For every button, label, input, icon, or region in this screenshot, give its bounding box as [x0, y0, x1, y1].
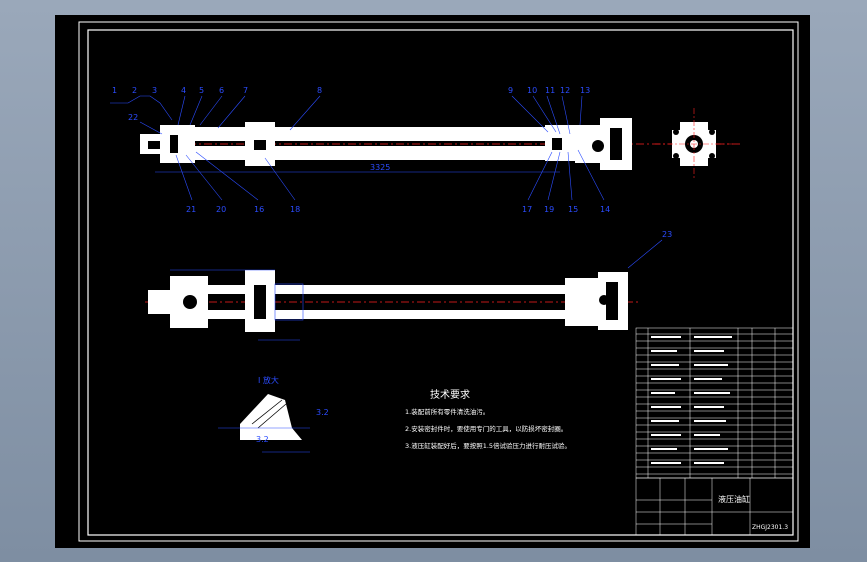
- balloon-13: 13: [580, 86, 590, 95]
- balloon-6: 6: [219, 86, 224, 95]
- balloon-19: 19: [544, 205, 554, 214]
- cylinder-barrel-upper: [192, 127, 572, 141]
- balloon-17: 17: [522, 205, 532, 214]
- balloon-7: 7: [243, 86, 248, 95]
- balloon-3: 3: [152, 86, 157, 95]
- balloon-11: 11: [545, 86, 555, 95]
- balloon-14: 14: [600, 205, 610, 214]
- balloon-2: 2: [132, 86, 137, 95]
- title-block-drawing-no: ZHGJ2301.3: [752, 524, 788, 531]
- cylinder-end-view: [655, 108, 735, 180]
- barrel-top: [205, 285, 585, 294]
- rear-head-side: [565, 278, 600, 326]
- balloon-1: 1: [112, 86, 117, 95]
- balloon-20: 20: [216, 205, 226, 214]
- detail-dim-1: 3.2: [316, 408, 329, 417]
- balloon-8: 8: [317, 86, 322, 95]
- balloon-4: 4: [181, 86, 186, 95]
- tech-item-1: 1.装配前所有零件清洗油污。: [405, 407, 489, 416]
- tech-item-3: 3.液压缸装配好后，要按照1.5倍试验压力进行耐压试验。: [405, 441, 571, 450]
- cylinder-side-view: [145, 239, 663, 341]
- cylinder-top-view: 3325: [140, 118, 740, 173]
- rear-pin-hole: [592, 140, 604, 152]
- tech-title: 技术要求: [430, 388, 470, 401]
- tech-requirements: 技术要求 1.装配前所有零件清洗油污。 2.安装密封件时，要使用专门的工具，以防…: [405, 388, 571, 450]
- balloon-12: 12: [560, 86, 570, 95]
- cylinder-barrel-lower: [192, 146, 572, 160]
- inner-border: [87, 29, 794, 536]
- outer-border: [78, 21, 799, 542]
- detail-dim-2: 3.2: [256, 435, 269, 444]
- balloon-18: 18: [290, 205, 300, 214]
- svg-text:3325: 3325: [370, 163, 390, 172]
- part-balloons: 1 2 3 4 5 6 7 8 9 10 11 12 13 22 21 20 1…: [112, 86, 672, 239]
- balloon-9: 9: [508, 86, 513, 95]
- title-block: [635, 477, 794, 536]
- detail-view-i: I 放大 3.2 3.2: [218, 375, 329, 453]
- title-block-name: 液压油缸: [718, 494, 750, 504]
- detail-label: I 放大: [258, 375, 279, 385]
- balloon-5: 5: [199, 86, 204, 95]
- balloon-10: 10: [527, 86, 537, 95]
- barrel-bottom: [205, 310, 585, 319]
- balloon-16: 16: [254, 205, 264, 214]
- leader-lines-top: [110, 95, 605, 201]
- parts-list-text-marks: [651, 336, 732, 464]
- balloon-21: 21: [186, 205, 196, 214]
- parts-list: [635, 327, 794, 479]
- tech-item-2: 2.安装密封件时，要使用专门的工具，以防损坏密封圈。: [405, 424, 567, 433]
- balloon-22: 22: [128, 113, 138, 122]
- balloon-23: 23: [662, 230, 672, 239]
- balloon-15: 15: [568, 205, 578, 214]
